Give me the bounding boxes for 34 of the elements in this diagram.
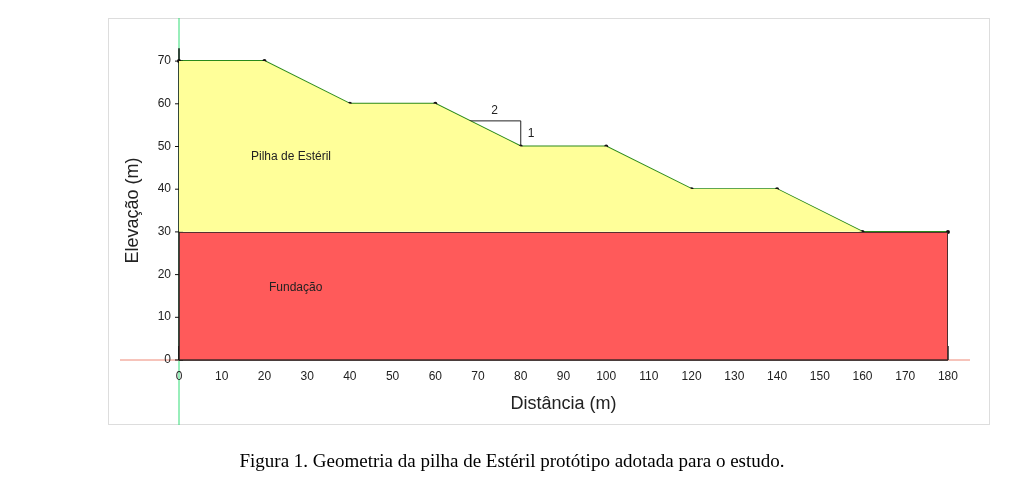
x-tick-label: 20	[256, 369, 273, 383]
slope-ratio-label: 2	[491, 102, 498, 117]
region-label: Fundação	[269, 279, 323, 294]
x-tick-label: 30	[299, 369, 315, 383]
x-tick-label: 10	[214, 369, 230, 383]
x-tick-label: 120	[680, 369, 703, 383]
y-tick-label: 10	[157, 309, 171, 324]
x-axis-title: Distância (m)	[509, 393, 618, 414]
x-tick-label: 140	[766, 369, 789, 383]
y-tick-label: 60	[157, 95, 171, 110]
y-tick-label: 50	[157, 138, 171, 153]
y-tick-label: 70	[157, 53, 171, 68]
y-tick-label: 20	[157, 266, 171, 281]
x-tick-label: 170	[894, 369, 917, 383]
x-tick-label: 80	[513, 369, 529, 383]
x-tick-label: 0	[174, 369, 184, 383]
y-tick-label: 40	[157, 181, 171, 196]
x-tick-label: 60	[427, 369, 443, 383]
x-tick-label: 110	[638, 369, 660, 383]
slope-ratio-label: 1	[527, 125, 535, 140]
x-tick-label: 90	[555, 369, 572, 383]
y-axis-title: Elevação (m)	[121, 156, 143, 266]
figure-caption: Figura 1. Geometria da pilha de Estéril protótipo adotada para o estudo.	[238, 450, 786, 472]
x-tick-label: 50	[384, 369, 401, 383]
x-tick-label: 180	[936, 369, 959, 383]
y-tick-label: 0	[164, 352, 171, 366]
y-tick-label: 30	[157, 223, 171, 238]
x-tick-label: 130	[723, 369, 746, 383]
x-tick-label: 100	[595, 369, 618, 383]
region-label: Pilha de Estéril	[251, 149, 332, 164]
x-tick-label: 160	[851, 369, 874, 383]
x-tick-label: 70	[470, 369, 486, 383]
x-tick-label: 150	[808, 369, 831, 383]
x-tick-label: 40	[342, 369, 358, 383]
